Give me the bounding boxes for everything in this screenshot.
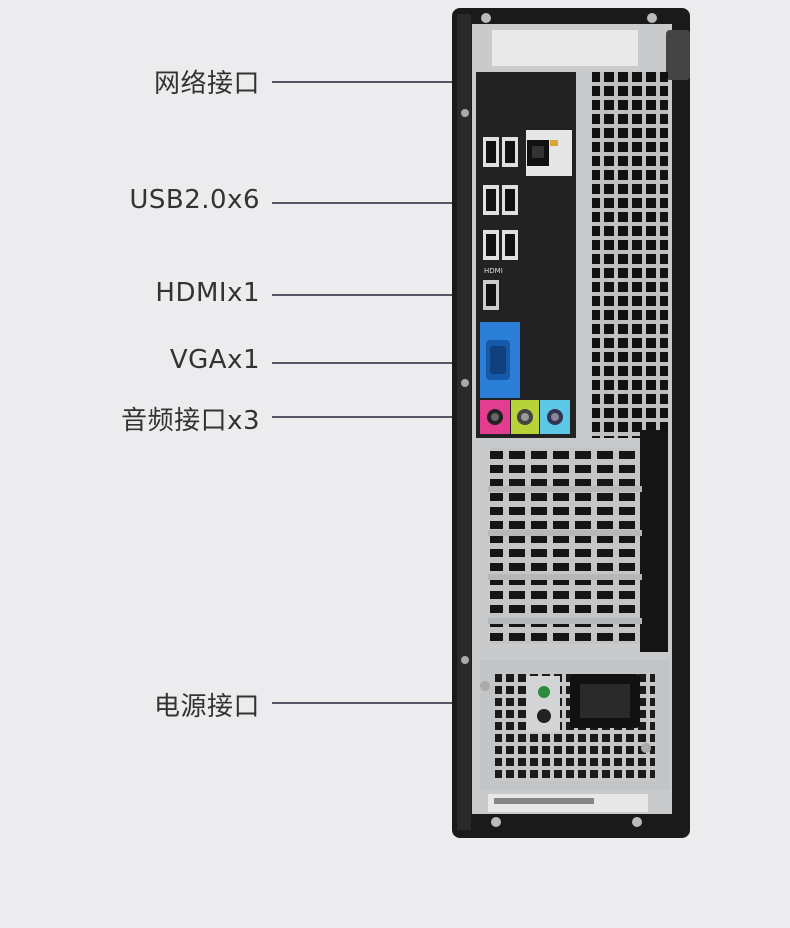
callout-line-audio (272, 416, 484, 418)
label-vga-port: VGAx1 (169, 345, 260, 375)
callout-line-usb (272, 202, 480, 204)
label-power-port: 电源接口 (153, 692, 260, 722)
callout-line-power (272, 702, 572, 704)
usb-ports (483, 137, 518, 260)
hdmi-mark: HDMI (484, 267, 503, 275)
expansion-slots (490, 448, 640, 644)
vent-grill (592, 72, 668, 438)
callout-line-network (272, 81, 534, 83)
callout-line-vga (272, 362, 484, 364)
label-usb-ports: USB2.0x6 (129, 185, 260, 215)
label-network-port: 网络接口 (153, 69, 260, 99)
label-audio-ports: 音频接口x3 (121, 406, 260, 436)
label-hdmi-port: HDMIx1 (155, 278, 260, 308)
callout-line-hdmi (272, 294, 480, 296)
